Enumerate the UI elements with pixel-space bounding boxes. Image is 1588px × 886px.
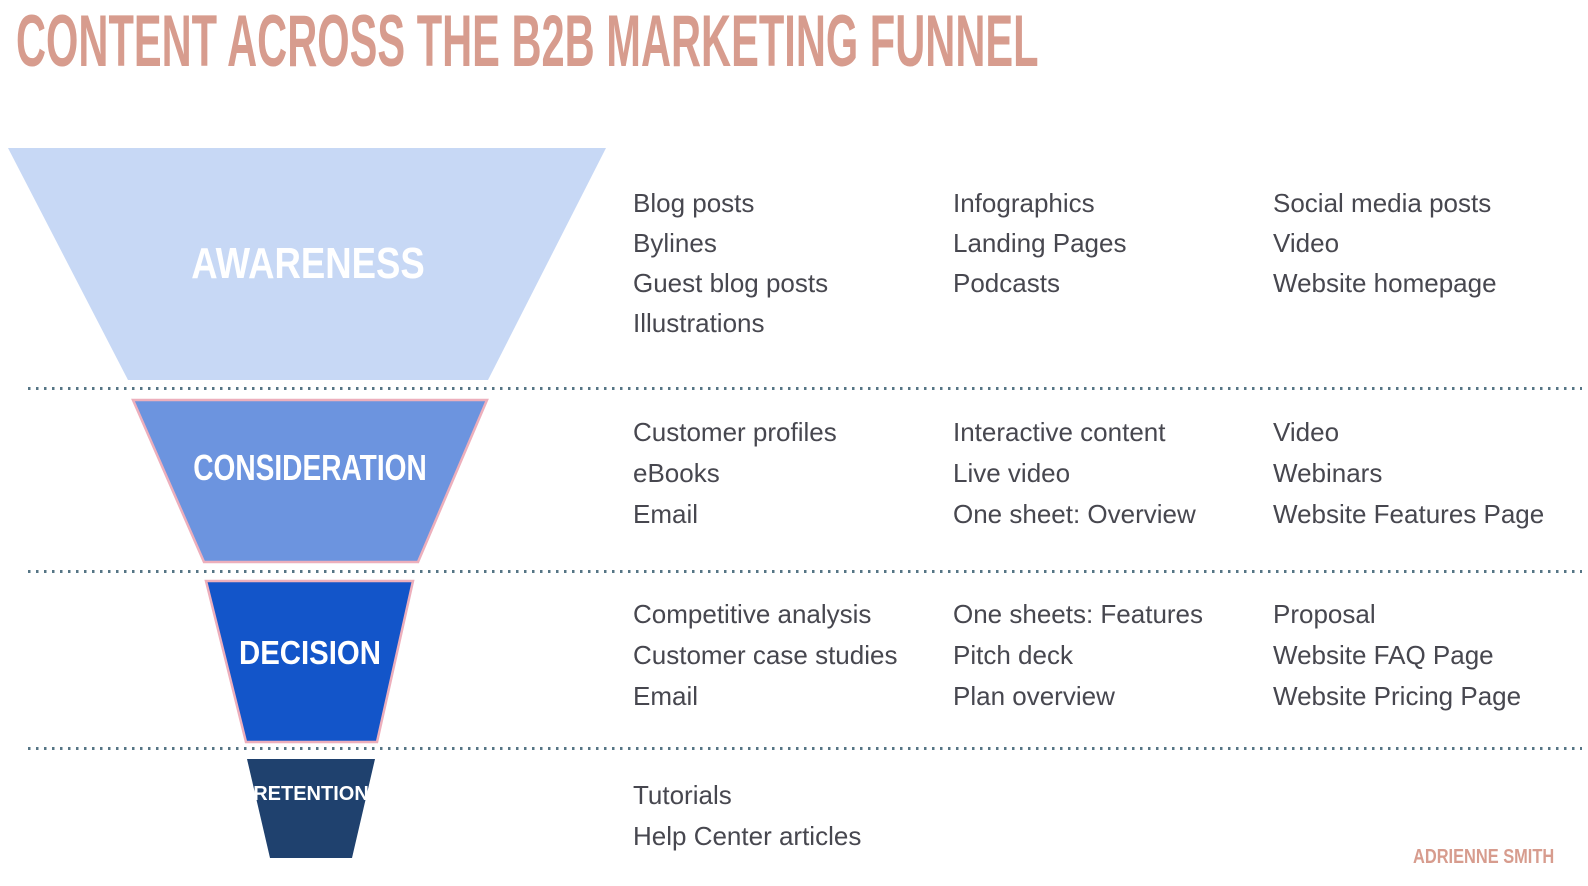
content-item: Live video bbox=[953, 458, 1071, 488]
content-item: Illustrations bbox=[633, 307, 765, 338]
funnel-stage-retention-shape bbox=[247, 759, 375, 858]
content-item: Blog posts bbox=[633, 187, 755, 218]
funnel-stage-decision-shape bbox=[204, 579, 415, 744]
funnel-stage-consideration-shape bbox=[131, 398, 489, 564]
funnel-label-awareness: AWARENESS bbox=[191, 239, 425, 288]
content-item: Website FAQ Page bbox=[1273, 640, 1494, 670]
content-item: Website Features Page bbox=[1273, 499, 1545, 529]
divider-dotted-line-2 bbox=[28, 570, 1582, 573]
content-item: One sheets: Features bbox=[953, 599, 1204, 629]
content-item: Proposal bbox=[1273, 599, 1376, 629]
content-item: Landing Pages bbox=[953, 227, 1127, 258]
content-item: Infographics bbox=[953, 187, 1095, 218]
content-item: Website homepage bbox=[1273, 267, 1497, 298]
content-item: Guest blog posts bbox=[633, 267, 829, 298]
content-item: Tutorials bbox=[633, 780, 732, 810]
divider-dotted-line-1 bbox=[28, 387, 1582, 390]
divider-dotted-line-3 bbox=[28, 747, 1582, 750]
content-item: Website Pricing Page bbox=[1273, 681, 1522, 711]
content-item: Social media posts bbox=[1273, 187, 1492, 218]
content-item: Help Center articles bbox=[633, 821, 862, 851]
content-item: Pitch deck bbox=[953, 640, 1073, 670]
content-item: Podcasts bbox=[953, 267, 1060, 298]
content-item: Interactive content bbox=[953, 417, 1166, 447]
content-item: Competitive analysis bbox=[633, 599, 872, 629]
page-title: CONTENT ACROSS THE B2B MARKETING FUNNEL bbox=[16, 1, 1039, 82]
content-item: Email bbox=[633, 499, 699, 529]
content-item: Bylines bbox=[633, 227, 717, 258]
content-item: Email bbox=[633, 681, 699, 711]
content-item: Video bbox=[1273, 227, 1340, 258]
content-item: Customer profiles bbox=[633, 417, 837, 447]
funnel-label-consideration: CONSIDERATION bbox=[193, 447, 427, 488]
content-item: One sheet: Overview bbox=[953, 499, 1196, 529]
content-item: eBooks bbox=[633, 458, 720, 488]
content-item: Customer case studies bbox=[633, 640, 898, 670]
content-item: Webinars bbox=[1273, 458, 1383, 488]
funnel-label-decision: DECISION bbox=[239, 633, 381, 671]
content-item: Video bbox=[1273, 417, 1340, 447]
credit: ADRIENNE SMITH bbox=[1412, 846, 1554, 868]
content-item: Plan overview bbox=[953, 681, 1115, 711]
funnel-stage-awareness-shape bbox=[8, 148, 606, 380]
funnel-label-retention: RETENTION bbox=[253, 783, 369, 805]
